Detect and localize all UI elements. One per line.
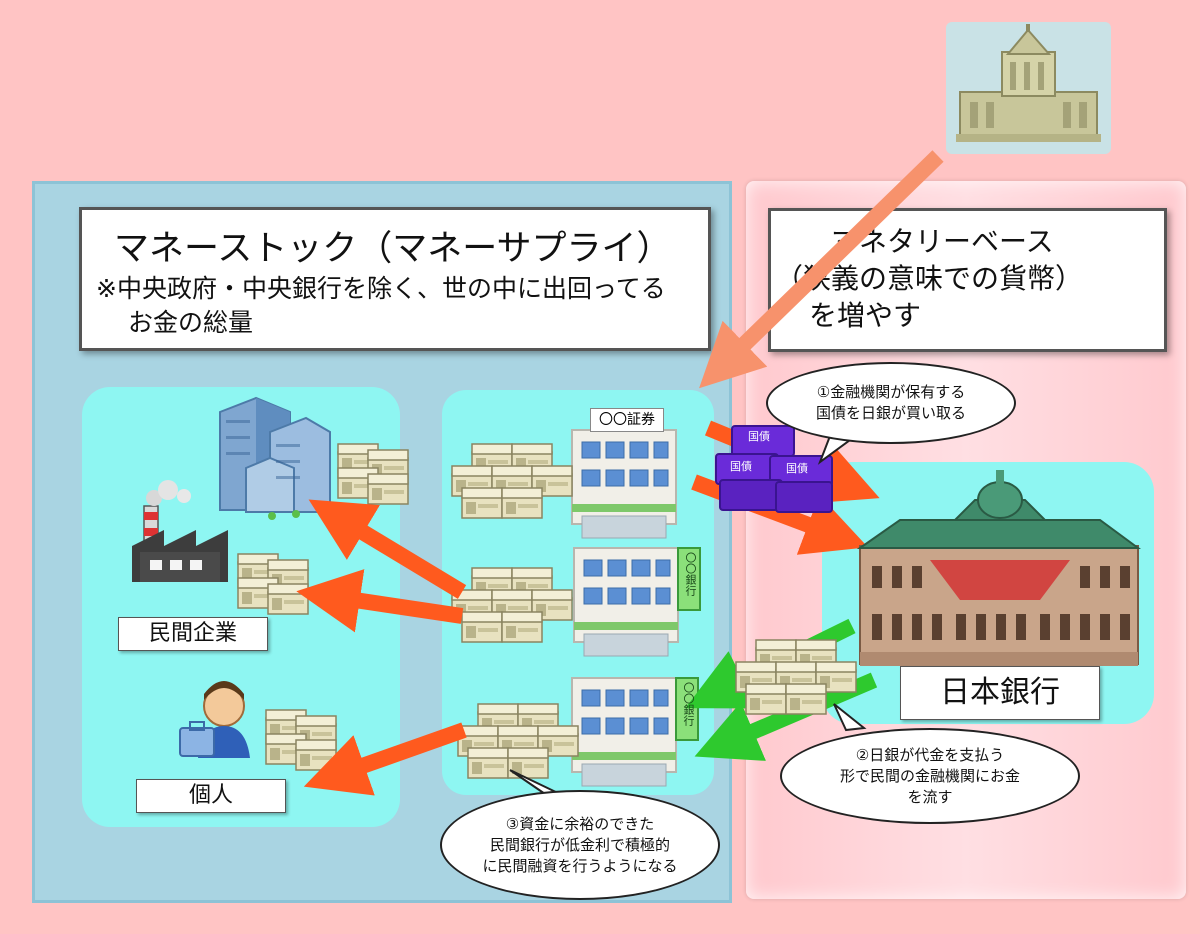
monetary-base-line3: を増やす: [809, 299, 922, 332]
jgb-label: 国債: [730, 460, 752, 473]
step1-bubble: ①金融機関が保有する 国債を日銀が買い取る: [766, 362, 1016, 444]
person-icon: [179, 681, 250, 758]
monetary-base-title-box: マネタリーベース （狭義の意味での貨幣） を増やす: [768, 208, 1167, 352]
bank-sign-text: 〇〇銀行: [684, 552, 697, 596]
money-stock-title: マネーストック（マネーサプライ）: [114, 229, 672, 269]
money-stock-title-box: マネーストック（マネーサプライ） ※中央政府・中央銀行を除く、世の中に出回ってる…: [79, 207, 711, 351]
diet-to-stock-arrow: [699, 150, 944, 389]
individual-label: 個人: [136, 779, 286, 813]
diet-building-panel: [946, 22, 1111, 154]
step2-bubble: ②日銀が代金を支払う 形で民間の金融機関にお金 を流す: [780, 728, 1080, 824]
diet-building-icon: [956, 24, 1101, 142]
bank-sign-text: 〇〇銀行: [682, 682, 695, 726]
bank-sign: [677, 547, 701, 611]
office-tower-icon: [219, 396, 331, 520]
step3-bubble: ③資金に余裕のできた 民間銀行が低金利で積極的 に民間融資を行うようになる: [440, 790, 720, 900]
jgb-bond-icon: [715, 425, 833, 513]
private-company-label: 民間企業: [118, 617, 268, 651]
money-stock-note-line2: お金の総量: [128, 308, 254, 337]
loan-arrow-factory: [296, 569, 464, 633]
factory-icon: [132, 480, 228, 582]
loan-arrow-individual: [303, 722, 467, 796]
jgb-label: 国債: [748, 430, 770, 443]
money-stock-note-line1: ※中央政府・中央銀行を除く、世の中に出回ってる: [96, 274, 666, 303]
boj-building-icon: [856, 470, 1142, 666]
jgb-label: 国債: [786, 462, 808, 475]
loan-arrow-company: [308, 499, 467, 599]
securities-sign: 〇〇証券: [590, 408, 664, 432]
boj-label: 日本銀行: [900, 666, 1100, 720]
